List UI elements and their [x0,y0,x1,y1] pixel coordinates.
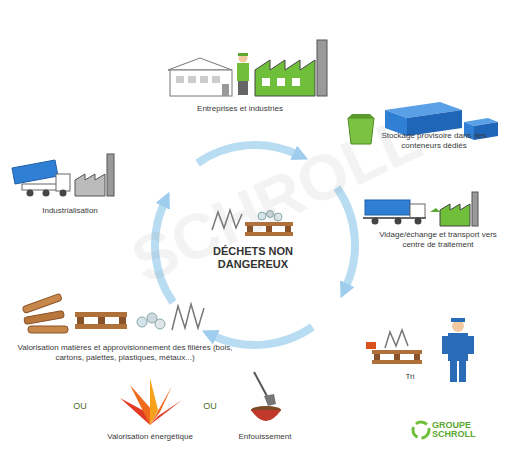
stage-caption: Industrialisation [25,206,115,216]
truck-container [365,200,410,215]
stage-caption: Tri [395,372,425,382]
window [292,78,300,86]
stage-caption: Entreprises et industries [180,104,300,114]
pallet-block [98,317,105,324]
pallet-block [414,354,420,360]
door [222,84,229,96]
pallet-board [75,324,127,329]
logo-text: GROUPE SCHROLL [432,421,480,440]
stage-caption: Valorisation énergétique [90,432,210,442]
transfer-arrow [430,208,440,212]
pallet-block [394,354,400,360]
worker-body [448,333,468,361]
window [176,76,184,83]
wheel [415,218,422,225]
plastic-scrap [137,317,147,327]
window [212,76,220,83]
metal-scrap [385,330,408,348]
worker-cap [238,53,248,56]
green-factory [255,60,315,96]
flame [130,385,152,425]
stage-caption: Enfouissement [220,432,310,442]
orange-scrap [366,342,376,349]
or-label: OU [68,401,92,412]
truck-cab [410,204,425,218]
pallet-board [75,312,127,317]
wheel [372,218,379,225]
pallet-block [77,317,84,324]
cycle-arrow [213,327,313,345]
flame [150,386,172,425]
landfill-pit [251,410,281,421]
gray-factory [75,174,105,196]
worker-cap [451,318,465,322]
pallet-block [374,354,380,360]
truck-chassis [22,184,58,190]
wheel [27,190,34,197]
plastic-scrap [155,319,165,329]
pallet-board [372,350,422,354]
wheel [43,190,50,197]
window [188,76,196,83]
pallet-block [119,317,126,324]
window [200,76,208,83]
worker-body [237,63,249,81]
window [262,78,270,86]
shovel-handle [254,372,268,398]
green-factory [440,204,470,226]
wheel [395,218,402,225]
worker-head [239,54,248,63]
chimney [107,154,114,196]
recycle-logo [413,422,429,438]
worker-arm [468,336,474,354]
office-building [170,70,232,96]
shovel-blade [264,394,276,406]
log [22,293,62,313]
log [28,326,68,333]
or-label: OU [198,401,222,412]
pallet-board [372,360,422,364]
chimney [317,40,327,96]
wheel [60,190,67,197]
building-roof [168,58,232,70]
log [24,311,65,325]
truck-cab [56,174,70,191]
stage-caption: Valorisation matières et approvisionneme… [15,343,235,362]
window [277,78,285,86]
truck-container [12,160,58,184]
worker-legs [238,81,248,95]
worker-arm [442,336,448,354]
worker-leg [459,361,466,382]
stage-caption: Vidage/échange et transport vers centre … [368,230,508,249]
flame [150,400,182,425]
worker-leg [450,361,457,382]
metal-scrap [172,304,204,330]
chimney [472,192,478,226]
